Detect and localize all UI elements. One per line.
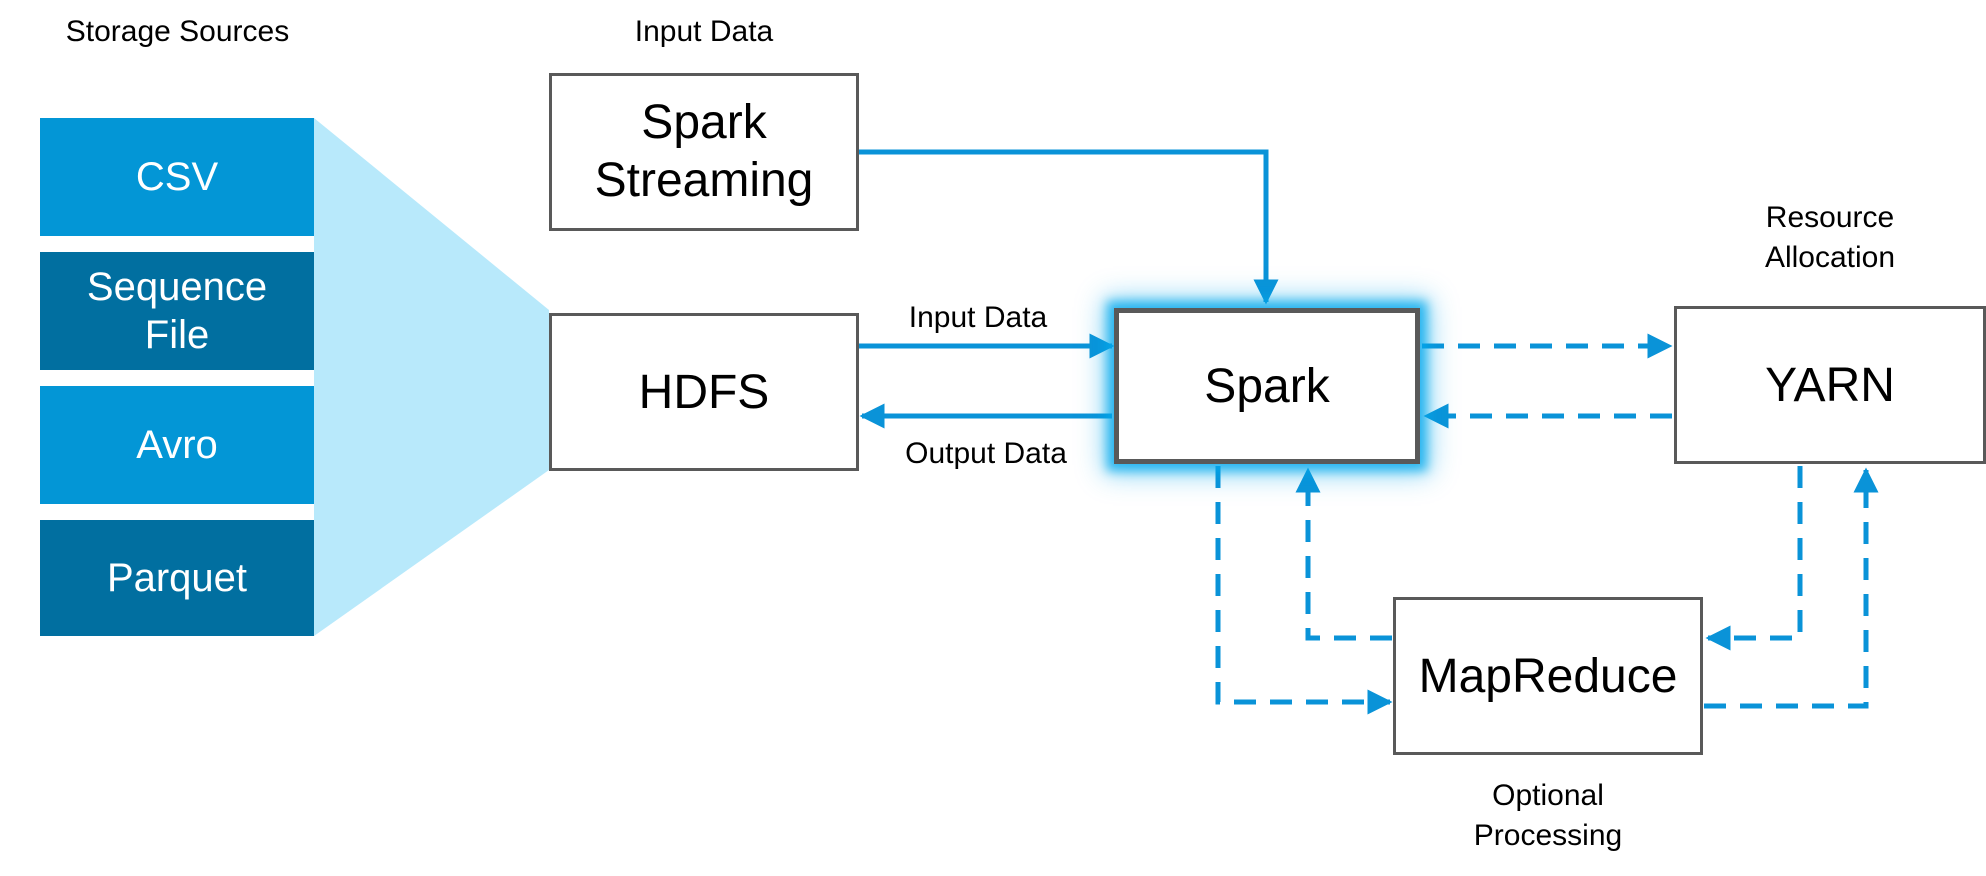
arrow-spark-to-mapreduce bbox=[1215, 466, 1393, 715]
storage-source-csv: CSV bbox=[40, 118, 314, 236]
node-label: Spark bbox=[1204, 359, 1330, 413]
input-data-top-label: Input Data bbox=[634, 15, 774, 48]
yarn-node: YARN bbox=[1674, 306, 1986, 464]
arrow-streaming-to-spark bbox=[858, 149, 1279, 305]
resource-allocation-label: Resource Allocation bbox=[1764, 201, 1896, 274]
storage-sources-label: Storage Sources bbox=[65, 15, 290, 48]
storage-funnel bbox=[314, 118, 549, 636]
spark-streaming-node: Spark Streaming bbox=[549, 73, 859, 231]
storage-source-label: CSV bbox=[135, 155, 219, 199]
arrow-mapreduce-to-yarn bbox=[1704, 467, 1879, 709]
node-label: MapReduce bbox=[1418, 649, 1678, 703]
node-label: Spark Streaming bbox=[594, 96, 814, 207]
hdfs-node: HDFS bbox=[549, 313, 859, 471]
storage-source-parquet: Parquet bbox=[40, 520, 314, 636]
node-label: HDFS bbox=[638, 365, 770, 419]
mapreduce-node: MapReduce bbox=[1393, 597, 1703, 755]
optional-processing-label: Optional Processing bbox=[1473, 779, 1623, 852]
input-data-edge-label: Input Data bbox=[908, 301, 1048, 334]
storage-source-sequence-file: Sequence File bbox=[40, 252, 314, 370]
output-data-edge-label: Output Data bbox=[905, 437, 1067, 470]
node-label: YARN bbox=[1765, 358, 1895, 412]
storage-source-label: Sequence File bbox=[86, 265, 268, 357]
storage-source-label: Avro bbox=[136, 423, 218, 467]
storage-source-avro: Avro bbox=[40, 386, 314, 504]
spark-node: Spark bbox=[1114, 308, 1420, 464]
arrow-mapreduce-to-spark bbox=[1295, 467, 1392, 641]
storage-source-label: Parquet bbox=[106, 556, 248, 600]
arrow-yarn-to-mapreduce bbox=[1705, 466, 1803, 651]
